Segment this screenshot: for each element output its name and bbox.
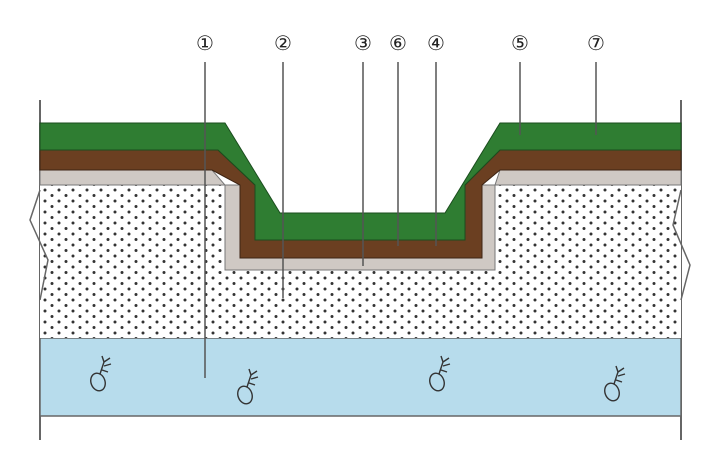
plant-seedling-icon: [90, 355, 112, 392]
green-layer: [39, 122, 682, 241]
callout-7: ⑦: [587, 31, 605, 55]
callout-1: ①: [196, 31, 214, 55]
plant-seedling-icon: [237, 368, 259, 405]
callout-2: ②: [274, 31, 292, 55]
plant-seedling-icon: [604, 365, 626, 402]
callout-5: ⑤: [511, 31, 529, 55]
water-layer: [39, 337, 682, 417]
callout-6: ⑥: [389, 31, 407, 55]
soil-break-right: [672, 189, 691, 301]
leader-lines: [204, 62, 597, 378]
soil-break-left: [29, 189, 49, 301]
callout-3: ③: [354, 31, 372, 55]
callout-4: ④: [427, 31, 445, 55]
plant-seedling-icon: [429, 355, 451, 392]
